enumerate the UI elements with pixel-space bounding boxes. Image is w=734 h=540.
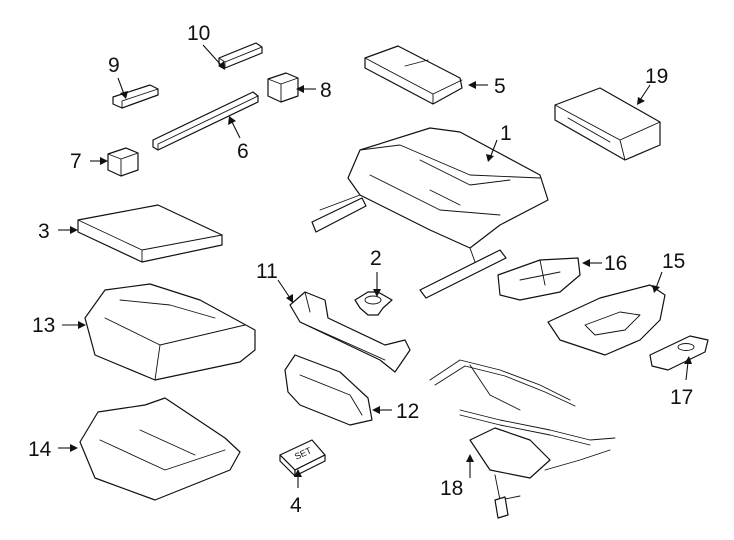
part-12-pad xyxy=(284,354,373,426)
callout-11: 11 xyxy=(256,260,278,283)
part-15-cover xyxy=(547,284,666,356)
part-1-seat-frame xyxy=(311,127,549,299)
callout-6: 6 xyxy=(237,140,249,163)
callout-10: 10 xyxy=(187,22,210,45)
part-6-rail xyxy=(152,91,259,151)
part-14-seat-cushion xyxy=(79,397,241,501)
part-9-bracket xyxy=(112,84,159,109)
callout-12: 12 xyxy=(396,400,419,423)
part-7-clip xyxy=(107,147,139,177)
part-2-knob xyxy=(354,291,393,316)
callout-16: 16 xyxy=(604,252,627,275)
callout-7: 7 xyxy=(70,150,82,173)
part-3-pad xyxy=(77,204,223,263)
part-16-bracket xyxy=(497,257,581,301)
callout-17: 17 xyxy=(670,386,693,409)
callout-numbers: 1 2 3 4 5 6 7 8 9 10 11 12 13 14 15 16 1… xyxy=(28,22,693,517)
callout-5: 5 xyxy=(494,75,506,98)
leader-lines xyxy=(58,44,692,488)
callout-14: 14 xyxy=(28,438,52,461)
callout-13: 13 xyxy=(32,314,55,337)
callout-15: 15 xyxy=(662,250,685,273)
callout-18: 18 xyxy=(440,477,463,500)
callout-8: 8 xyxy=(320,79,332,102)
part-5-pad xyxy=(364,45,463,105)
part-17-switch xyxy=(649,335,709,371)
part-4-set-box: SET xyxy=(279,439,326,477)
callout-4: 4 xyxy=(290,494,302,517)
callout-2: 2 xyxy=(370,247,382,270)
part-13-seat-cover xyxy=(84,283,256,381)
callout-1: 1 xyxy=(500,122,512,145)
callout-19: 19 xyxy=(645,65,668,88)
part-8-clip xyxy=(267,72,299,103)
part-18-wiring-harness xyxy=(429,359,616,519)
callout-9: 9 xyxy=(108,54,120,77)
part-11-bracket xyxy=(289,291,411,373)
callout-3: 3 xyxy=(38,220,50,243)
part-19-module xyxy=(554,87,661,161)
part-10-bracket xyxy=(218,42,263,69)
